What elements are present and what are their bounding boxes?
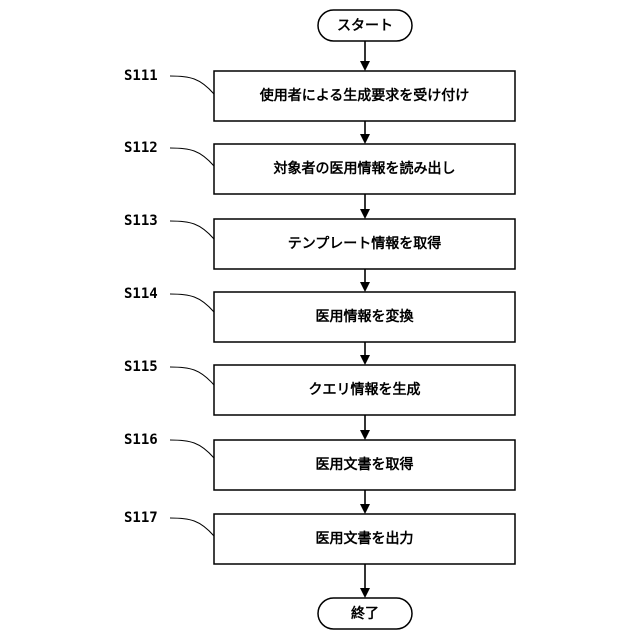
arrow	[360, 41, 370, 71]
step-s114: S114 医用情報を変換	[124, 286, 515, 342]
step-s116: S116 医用文書を取得	[124, 432, 515, 490]
step-text: クエリ情報を生成	[309, 381, 421, 398]
step-text: 医用情報を変換	[316, 308, 415, 325]
leader-line	[170, 76, 214, 94]
start-terminal: スタート	[318, 10, 412, 41]
step-s113: S113 テンプレート情報を取得	[124, 213, 515, 269]
step-id-label: S117	[124, 510, 158, 526]
step-id-label: S115	[124, 359, 158, 375]
arrow	[360, 564, 370, 598]
step-text: テンプレート情報を取得	[288, 235, 442, 252]
end-label: 終了	[351, 605, 379, 622]
arrow	[360, 121, 370, 144]
arrow	[360, 490, 370, 514]
leader-line	[170, 440, 214, 458]
step-text: 対象者の医用情報を読み出し	[273, 160, 456, 177]
step-text: 医用文書を出力	[316, 530, 414, 547]
step-s112: S112 対象者の医用情報を読み出し	[124, 140, 515, 194]
start-label: スタート	[337, 18, 393, 34]
leader-line	[170, 148, 214, 166]
leader-line	[170, 518, 214, 536]
arrow	[360, 415, 370, 440]
step-text: 医用文書を取得	[316, 456, 414, 473]
step-id-label: S114	[124, 286, 158, 302]
step-id-label: S113	[124, 213, 158, 229]
step-s111: S111 使用者による生成要求を受け付け	[124, 68, 515, 121]
step-id-label: S116	[124, 432, 158, 448]
end-terminal: 終了	[318, 598, 412, 629]
step-text: 使用者による生成要求を受け付け	[259, 87, 470, 104]
arrow	[360, 194, 370, 219]
leader-line	[170, 221, 214, 239]
step-id-label: S111	[124, 68, 158, 84]
leader-line	[170, 367, 214, 385]
step-id-label: S112	[124, 140, 158, 156]
arrow	[360, 342, 370, 365]
step-s115: S115 クエリ情報を生成	[124, 359, 515, 415]
arrow	[360, 269, 370, 292]
leader-line	[170, 294, 214, 312]
step-s117: S117 医用文書を出力	[124, 510, 515, 564]
